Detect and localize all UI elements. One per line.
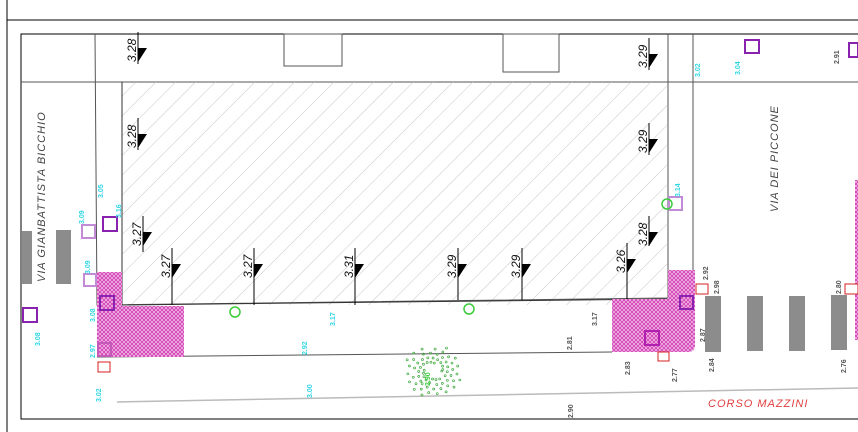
elevation-label: 3.27	[159, 253, 173, 278]
spot-height-label: 2.77	[672, 368, 679, 382]
spot-height-label: 3.00	[307, 384, 314, 398]
tree-height-label: 2.90	[425, 372, 432, 386]
spot-heights: 3.05 3.09 3.16 3.09 3.08 3.08 2.97 3.02 3.17 2.92…	[35, 50, 848, 418]
elevation-label: 3.29	[445, 254, 459, 278]
spot-height-label: 2.81	[567, 336, 574, 350]
spot-height-label: 3.16	[116, 204, 123, 218]
spot-height-label: 3.02	[695, 63, 702, 77]
spot-height-label: 2.90	[568, 404, 575, 418]
elevation-marker: 3.29	[509, 248, 531, 300]
elevation-label: 3.28	[125, 38, 139, 62]
spot-height-label: 3.05	[98, 184, 105, 198]
spot-height-label: 3.09	[85, 260, 92, 274]
crosswalk-mazzini	[705, 295, 847, 352]
spot-height-label: 3.04	[735, 61, 742, 75]
elevation-marker: 3.28	[636, 216, 658, 246]
spot-height-label: 2.76	[841, 359, 848, 373]
building-block	[21, 33, 858, 403]
spot-height-label: 3.14	[675, 183, 682, 197]
street-via-piccone: VIA DEI PICCONE	[769, 105, 781, 212]
spot-height-label: 2.87	[700, 328, 707, 342]
manholes	[22, 39, 858, 357]
elevation-marker: 3.27	[159, 248, 181, 305]
elevation-marker: 3.29	[636, 123, 658, 155]
spot-height-label: 2.98	[714, 280, 721, 294]
elevation-label: 3.26	[614, 249, 628, 273]
spot-height-label: 2.80	[836, 280, 843, 294]
drain-grates	[97, 283, 858, 373]
elevation-label: 3.29	[636, 129, 650, 153]
tree-symbol	[405, 346, 462, 397]
crosswalk-bicchio	[22, 230, 71, 284]
spot-height-label: 2.91	[834, 50, 841, 64]
elevation-marker: 3.27	[241, 248, 263, 305]
elevation-label: 3.27	[130, 221, 144, 246]
spot-height-label: 2.92	[703, 266, 710, 280]
green-markers	[229, 198, 673, 318]
elevation-marker: 3.28	[125, 32, 147, 64]
spot-height-label: 3.02	[96, 388, 103, 402]
street-corso-mazzini: CORSO MAZZINI	[708, 398, 808, 410]
spot-height-label: 2.97	[90, 344, 97, 358]
elevation-label: 3.27	[241, 253, 255, 278]
ramp-area-edge	[855, 180, 858, 340]
elevation-marker: 3.31	[342, 248, 364, 305]
spot-height-label: 2.83	[625, 361, 632, 375]
elevation-marker: 3.27	[130, 216, 152, 252]
elevation-label: 3.28	[125, 124, 139, 148]
spot-height-label: 3.08	[90, 308, 97, 322]
elevation-label: 3.31	[342, 255, 356, 278]
spot-height-label: 2.92	[302, 341, 309, 355]
spot-height-label: 3.17	[330, 312, 337, 326]
elevation-marker: 3.26	[614, 243, 636, 299]
spot-height-label: 3.17	[592, 312, 599, 326]
elevation-label: 3.28	[636, 222, 650, 246]
spot-height-label: 3.08	[35, 332, 42, 346]
elevation-marker: 3.29	[445, 248, 467, 300]
elevation-marker: 3.28	[125, 118, 147, 150]
building-elevation-markers: 3.28 3.28 3.27 3.27 3.27 3.31 3.29 3.29 3.26 3.28…	[125, 32, 658, 305]
elevation-label: 3.29	[636, 44, 650, 68]
elevation-marker: 3.29	[636, 38, 658, 70]
ramp-area-west	[97, 272, 184, 357]
street-via-bicchio: VIA GIANBATTISTA BICCHIO	[36, 111, 48, 282]
elevation-label: 3.29	[509, 254, 523, 278]
ramp-area-east	[612, 270, 695, 352]
spot-height-label: 3.09	[79, 210, 86, 224]
drawing-frame	[6, 0, 858, 432]
spot-height-label: 2.84	[709, 358, 716, 372]
